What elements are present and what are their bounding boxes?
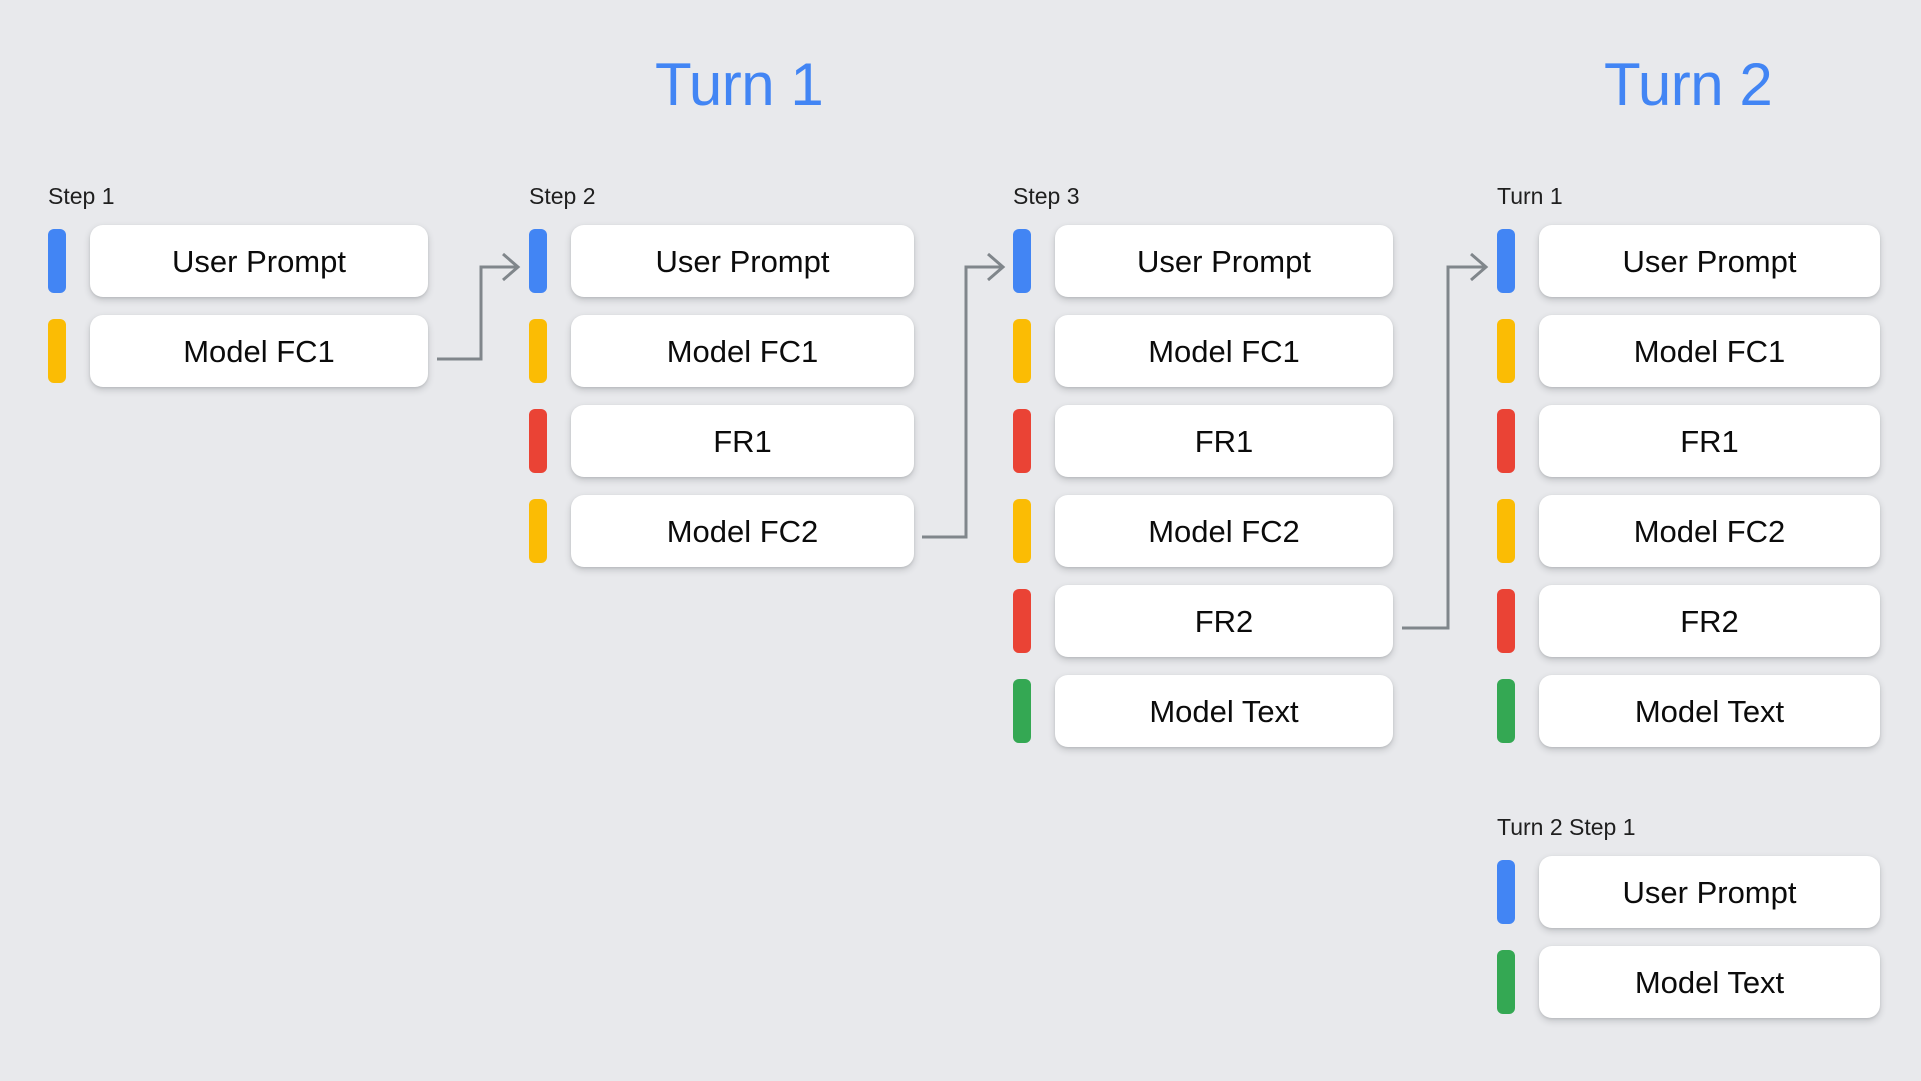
type-bar-red	[1497, 409, 1515, 473]
row-item: Model FC2	[1497, 495, 1880, 567]
message-card[interactable]: Model FC2	[571, 495, 914, 567]
type-bar-yellow	[48, 319, 66, 383]
type-bar-blue	[1013, 229, 1031, 293]
message-card[interactable]: Model FC1	[1055, 315, 1393, 387]
message-card[interactable]: Model Text	[1539, 675, 1880, 747]
message-label: Model FC1	[1633, 333, 1786, 369]
column-label: Step 2	[529, 183, 596, 209]
type-bar-yellow	[1497, 319, 1515, 383]
message-card[interactable]: User Prompt	[1055, 225, 1393, 297]
connector-arrow-step2-to-step3	[922, 252, 1006, 539]
row-item: Model FC2	[1013, 495, 1393, 567]
column-label: Step 3	[1013, 183, 1080, 209]
row-item: User Prompt	[1013, 225, 1393, 297]
column-step-1: Step 1 User Prompt Model FC1	[48, 185, 428, 387]
message-card[interactable]: FR1	[1539, 405, 1880, 477]
message-label: User Prompt	[655, 243, 830, 279]
row-item: Model FC1	[48, 315, 428, 387]
row-item: Model FC1	[529, 315, 914, 387]
turn-2-heading: Turn 2	[1604, 51, 1773, 118]
type-bar-red	[1013, 409, 1031, 473]
message-card[interactable]: User Prompt	[571, 225, 914, 297]
message-card[interactable]: Model Text	[1055, 675, 1393, 747]
connector-arrow-step3-to-turn2	[1402, 252, 1489, 630]
type-bar-green	[1497, 679, 1515, 743]
message-label: Model FC2	[1148, 513, 1300, 549]
type-bar-yellow	[529, 499, 547, 563]
row-item: FR1	[1013, 405, 1393, 477]
row-item: FR2	[1497, 585, 1880, 657]
message-card[interactable]: Model Text	[1539, 946, 1880, 1018]
type-bar-green	[1013, 679, 1031, 743]
column-label: Turn 2 Step 1	[1497, 814, 1636, 840]
type-bar-red	[529, 409, 547, 473]
type-bar-red	[1013, 589, 1031, 653]
message-card[interactable]: Model FC1	[571, 315, 914, 387]
column-turn-2-step-1: Turn 2 Step 1 User Prompt Model Text	[1497, 816, 1880, 1018]
message-label: User Prompt	[1622, 243, 1797, 279]
message-card[interactable]: User Prompt	[90, 225, 428, 297]
message-card[interactable]: FR1	[1055, 405, 1393, 477]
message-label: Model Text	[1149, 693, 1299, 729]
column-step-3: Step 3 User Prompt Model FC1 FR1 Model F…	[1013, 185, 1393, 747]
row-item: Model FC1	[1497, 315, 1880, 387]
message-label: User Prompt	[172, 243, 346, 279]
message-label: User Prompt	[1137, 243, 1311, 279]
message-label: FR1	[1680, 423, 1739, 459]
type-bar-yellow	[1013, 499, 1031, 563]
turn-1-heading: Turn 1	[655, 51, 824, 118]
message-card[interactable]: FR1	[571, 405, 914, 477]
column-step-2: Step 2 User Prompt Model FC1 FR1 Model F…	[529, 185, 914, 567]
type-bar-blue	[1497, 860, 1515, 924]
row-item: FR1	[1497, 405, 1880, 477]
row-item: Model Text	[1497, 675, 1880, 747]
type-bar-blue	[529, 229, 547, 293]
row-item: FR2	[1013, 585, 1393, 657]
type-bar-yellow	[529, 319, 547, 383]
row-item: User Prompt	[1497, 856, 1880, 928]
row-item: User Prompt	[48, 225, 428, 297]
message-label: Model Text	[1634, 964, 1785, 1000]
message-card[interactable]: User Prompt	[1539, 856, 1880, 928]
message-label: Model Text	[1634, 693, 1785, 729]
row-item: User Prompt	[529, 225, 914, 297]
row-item: Model Text	[1013, 675, 1393, 747]
message-label: FR2	[1680, 603, 1739, 639]
message-card[interactable]: Model FC2	[1055, 495, 1393, 567]
type-bar-red	[1497, 589, 1515, 653]
column-label: Step 1	[48, 183, 115, 209]
row-item: User Prompt	[1497, 225, 1880, 297]
column-label: Turn 1	[1497, 183, 1563, 209]
type-bar-blue	[1497, 229, 1515, 293]
row-item: FR1	[529, 405, 914, 477]
connector-arrow-step1-to-step2	[437, 252, 521, 361]
message-label: Model FC1	[666, 333, 819, 369]
message-label: FR1	[713, 423, 772, 459]
message-label: FR1	[1194, 423, 1254, 459]
type-bar-green	[1497, 950, 1515, 1014]
row-item: Model Text	[1497, 946, 1880, 1018]
type-bar-blue	[48, 229, 66, 293]
message-card[interactable]: User Prompt	[1539, 225, 1880, 297]
message-label: Model FC1	[1148, 333, 1300, 369]
message-card[interactable]: Model FC1	[1539, 315, 1880, 387]
message-label: User Prompt	[1622, 874, 1797, 910]
row-item: Model FC2	[529, 495, 914, 567]
message-label: FR2	[1194, 603, 1254, 639]
message-label: Model FC2	[666, 513, 819, 549]
message-card[interactable]: FR2	[1539, 585, 1880, 657]
type-bar-yellow	[1497, 499, 1515, 563]
message-card[interactable]: Model FC2	[1539, 495, 1880, 567]
message-card[interactable]: Model FC1	[90, 315, 428, 387]
column-turn-2-history: Turn 1 User Prompt Model FC1 FR1 Model F…	[1497, 185, 1880, 747]
type-bar-yellow	[1013, 319, 1031, 383]
message-label: Model FC2	[1633, 513, 1786, 549]
row-item: Model FC1	[1013, 315, 1393, 387]
message-card[interactable]: FR2	[1055, 585, 1393, 657]
message-label: Model FC1	[183, 333, 335, 369]
